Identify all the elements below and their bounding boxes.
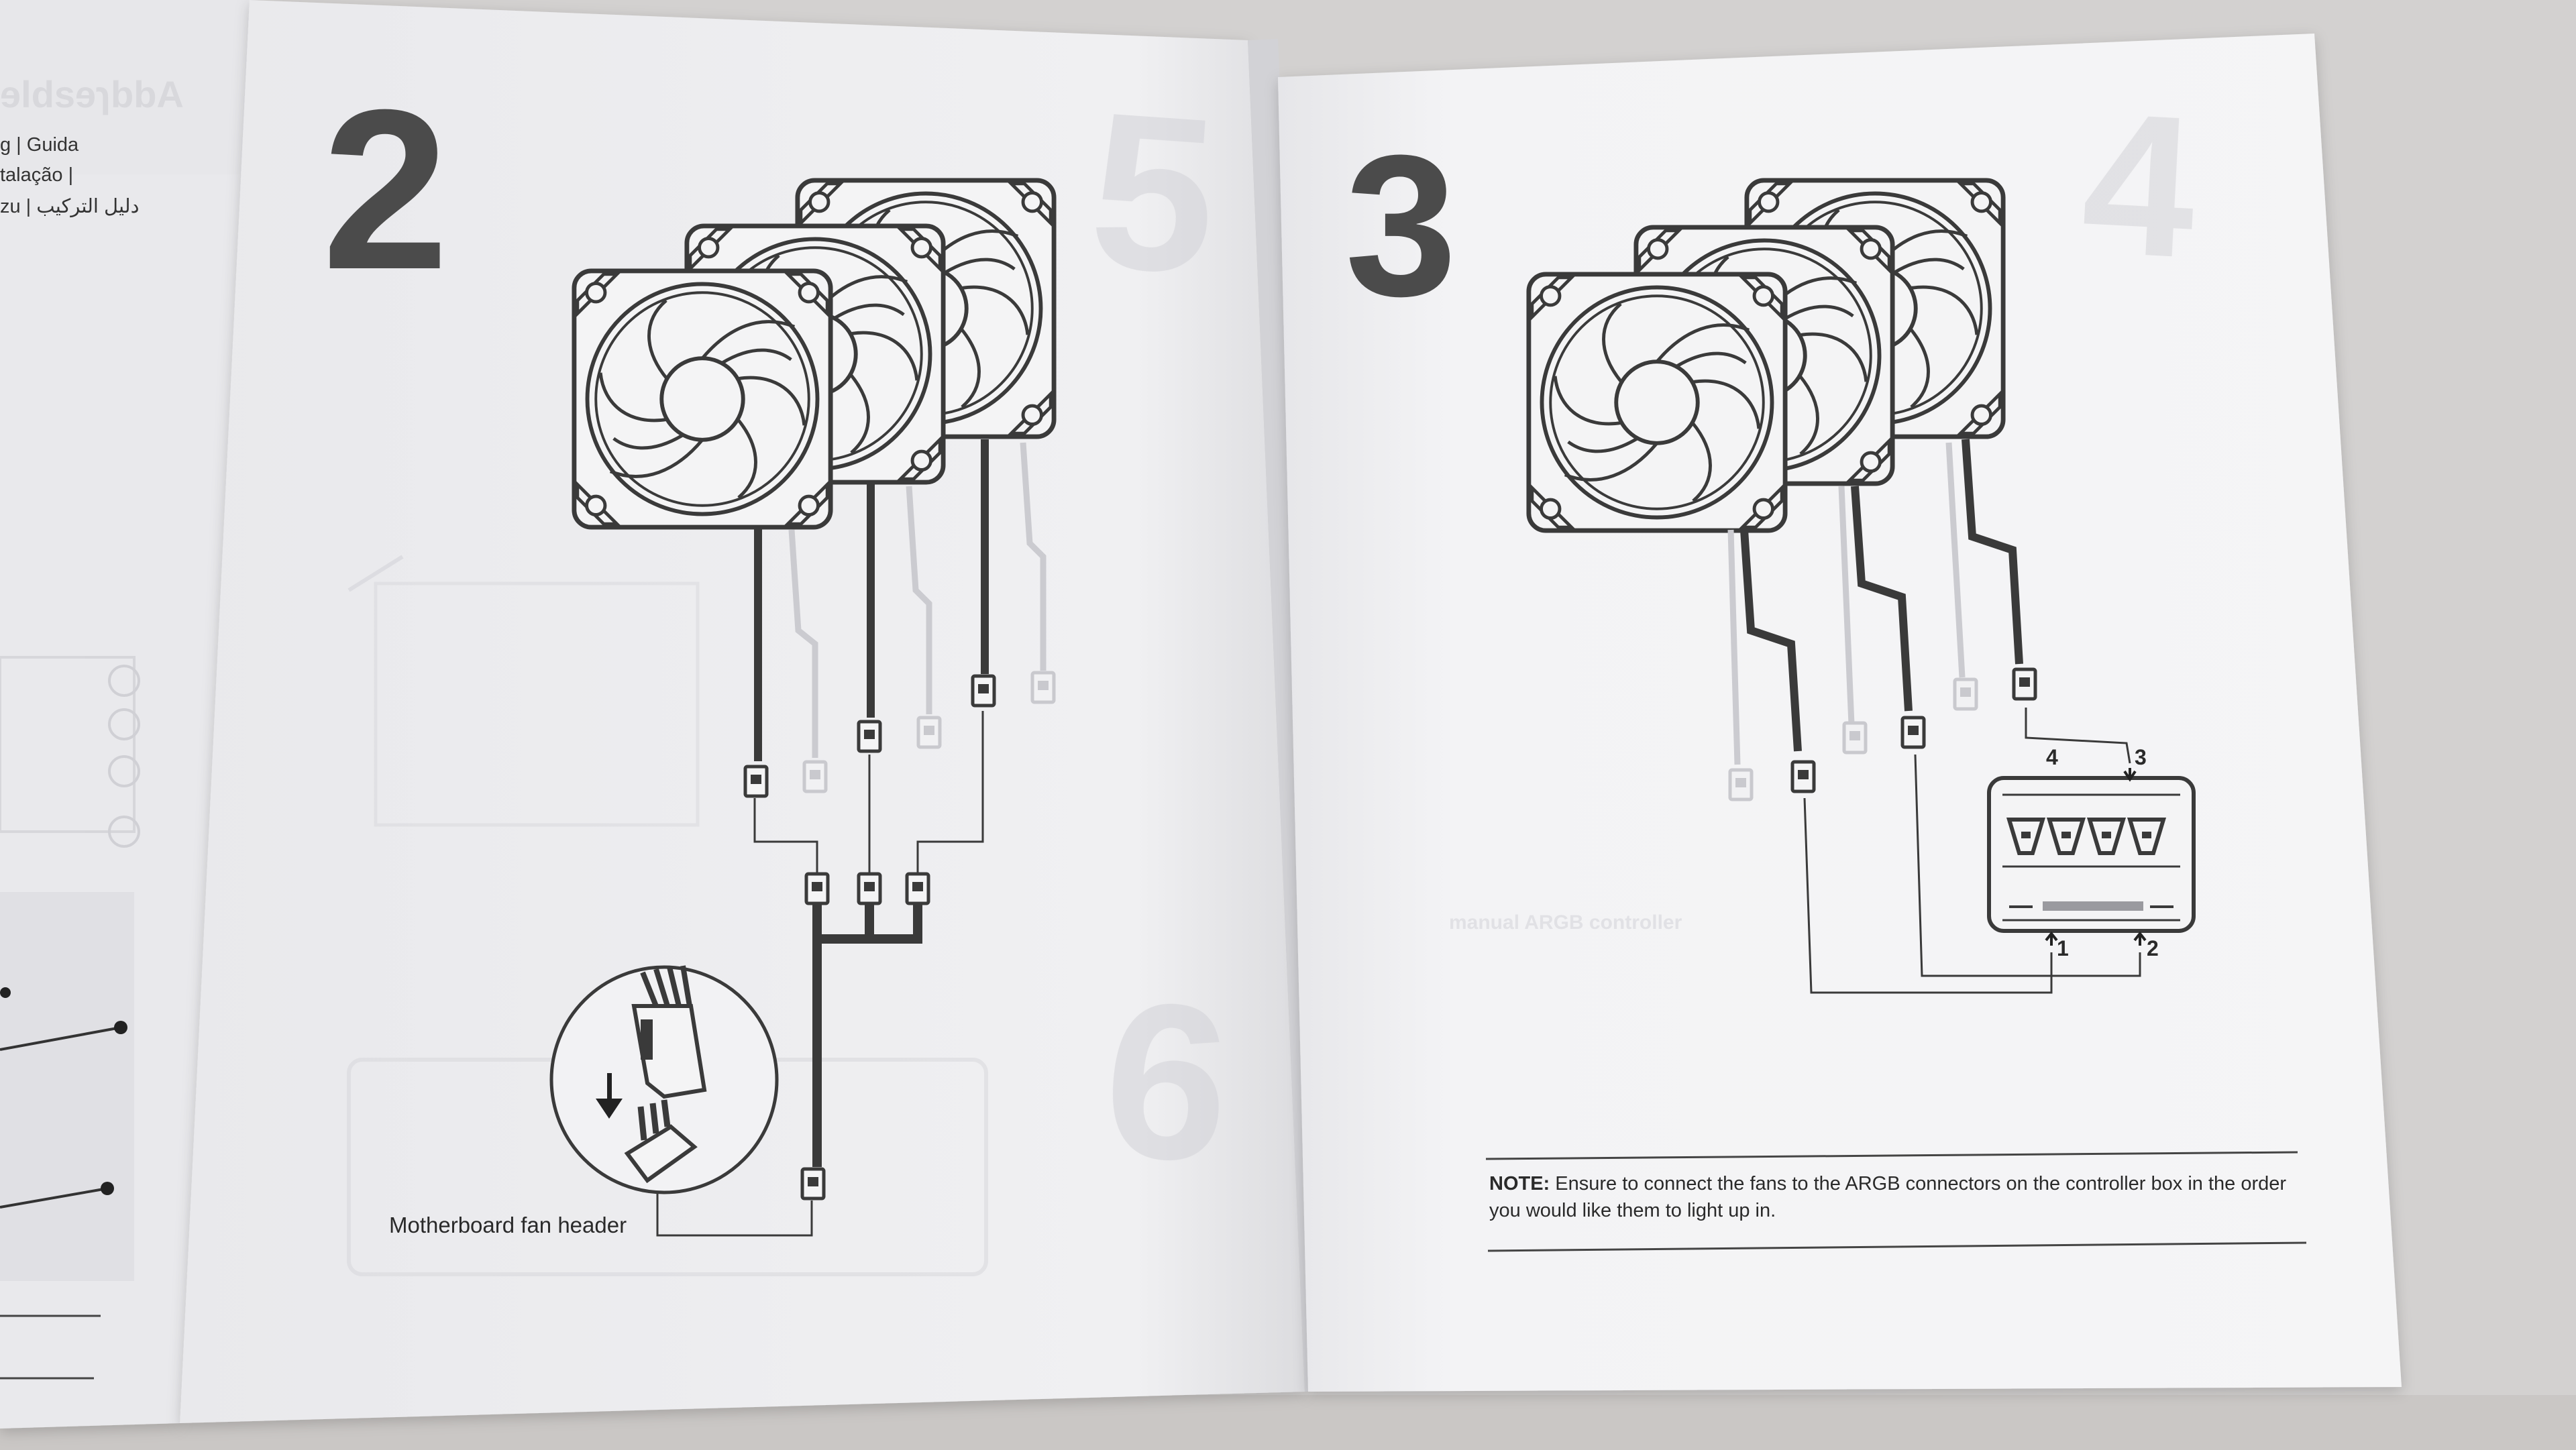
controller-port-labels: 4 3 1 2 [2046,745,2159,960]
flap-title-line-3: zu | دليل التركيب [0,196,140,217]
argb-controller-box [1987,768,2196,946]
flap-title-line-1: g | Guida [0,134,79,156]
motherboard-fan-header-label: Motherboard fan header [389,1213,627,1237]
note-rule-top [1485,1151,2298,1160]
note-text: NOTE: Ensure to connect the fans to the … [1489,1170,2308,1224]
svg-text:1: 1 [2057,936,2069,960]
svg-text:5: 5 [1083,65,1224,321]
step-2-number: 2 [322,62,449,317]
cables-step-3 [1727,439,2141,994]
svg-text:6: 6 [1097,954,1237,1209]
svg-text:3: 3 [2135,745,2147,769]
note-label: NOTE: [1489,1173,1550,1194]
flap-title-line-2: talação | [0,164,74,186]
svg-text:manual ARGB controller: manual ARGB controller [1449,911,1682,934]
step-3-number: 3 [1345,113,1457,338]
note-rule-bottom [1487,1241,2307,1252]
cables-step-2 [656,439,1046,1237]
note-body: Ensure to connect the fans to the ARGB c… [1489,1173,2287,1221]
svg-text:2: 2 [2147,936,2159,960]
svg-text:4: 4 [2046,745,2058,769]
svg-text:ɘldsɘɿbbA: ɘldsɘɿbbA [0,73,184,115]
svg-text:4: 4 [2078,69,2202,300]
motherboard-header-callout [549,965,779,1194]
